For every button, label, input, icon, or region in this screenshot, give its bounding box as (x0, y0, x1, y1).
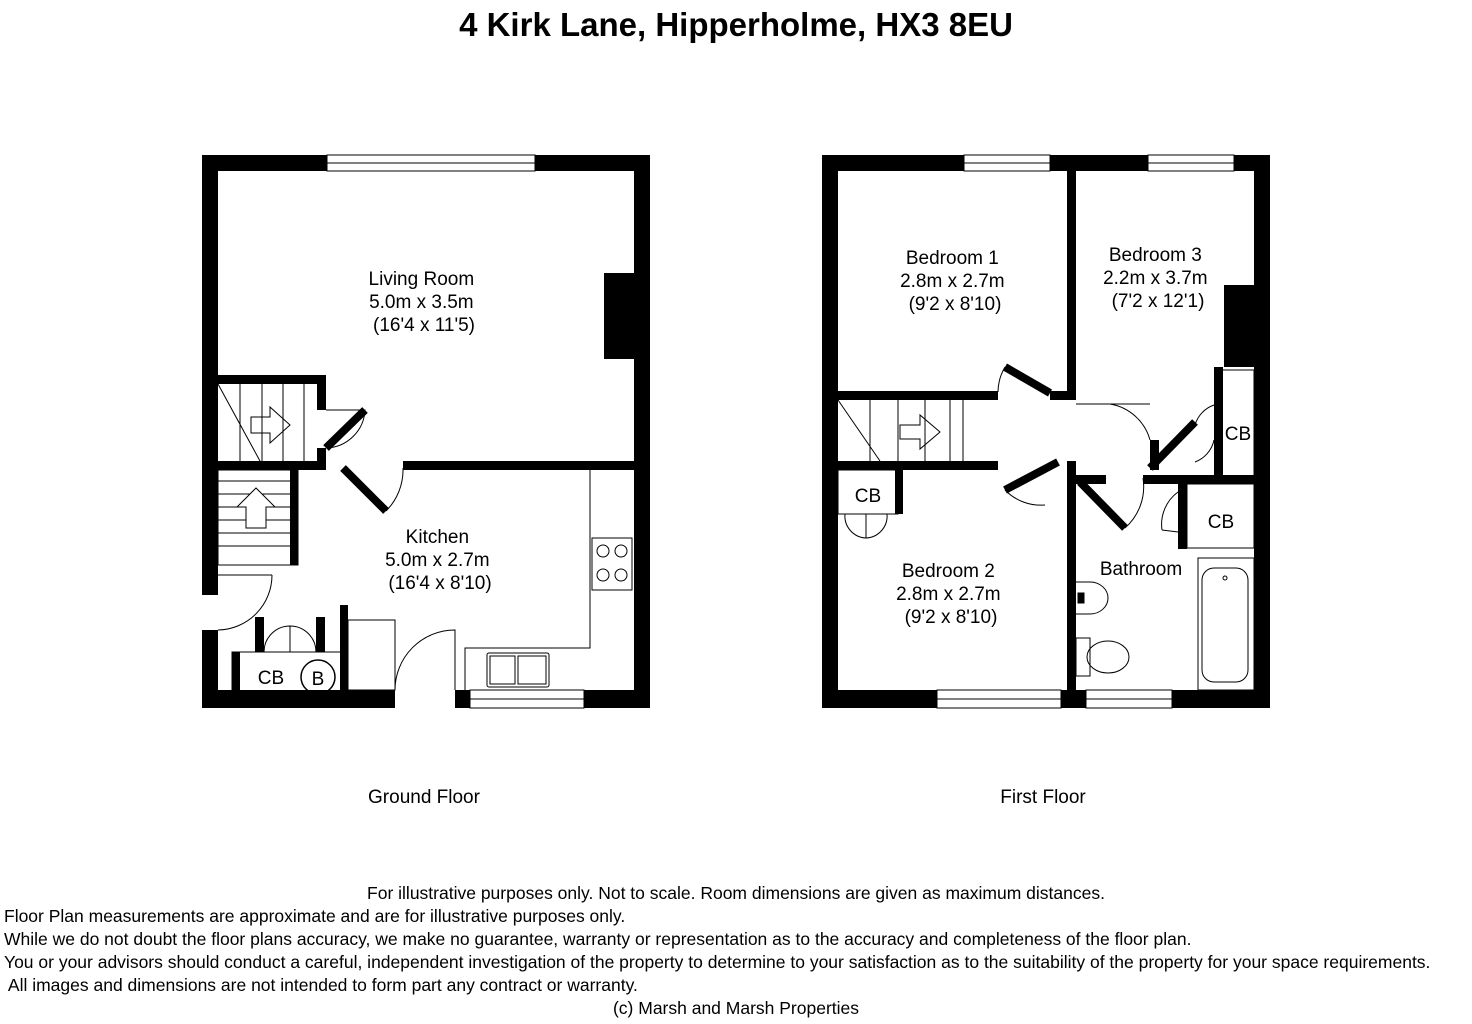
disclaimer-block: For illustrative purposes only. Not to s… (0, 882, 1472, 1020)
first-floor-plan: CB CB CB Bedroom 1 2.8m x 2.7m (9'2 x 8'… (822, 154, 1270, 808)
ff-wall-right (1254, 155, 1270, 708)
ground-floor-plan: B CB Living Room 5.0m x 3.5m (16'4 x 11'… (202, 154, 650, 808)
bedroom2-label: Bedroom 2 2.8m x 2.7m (9'2 x 8'10) (896, 561, 1006, 628)
disclaimer-line: All images and dimensions are not intend… (4, 975, 638, 995)
gf-wall-right (634, 155, 650, 708)
ground-floor-label: Ground Floor (368, 787, 481, 808)
basin-icon (1076, 581, 1109, 615)
boiler-icon (300, 659, 336, 695)
copyright-line: (c) Marsh and Marsh Properties (612, 998, 860, 1018)
plan-title: 4 Kirk Lane, Hipperholme, HX3 8EU (459, 6, 1013, 43)
kitchen-units (464, 470, 633, 690)
ff-cupboard-label-bedroom2: CB (855, 486, 881, 507)
ff-wall-left (822, 155, 838, 708)
disclaimer-line: While we do not doubt the floor plans ac… (4, 929, 1192, 949)
gf-chimney-breast (604, 273, 636, 359)
first-floor-label: First Floor (1000, 787, 1086, 808)
gf-wall-bottom-left (202, 690, 395, 708)
bathroom-label: Bathroom (1100, 559, 1182, 580)
disclaimer-line: You or your advisors should conduct a ca… (4, 952, 1431, 972)
disclaimer-line: Floor Plan measurements are approximate … (4, 906, 626, 926)
disclaimer-line: For illustrative purposes only. Not to s… (367, 883, 1105, 903)
toilet-icon (1075, 637, 1130, 677)
gf-cupboard-label: CB (258, 668, 284, 689)
kitchen-sink-icon (486, 652, 550, 688)
gf-stairs-upper (217, 383, 305, 462)
gf-wall-left-upper (202, 155, 218, 595)
bedroom3-label: Bedroom 3 2.2m x 3.7m (7'2 x 12'1) (1103, 245, 1213, 312)
gf-stairs-lower (217, 469, 299, 566)
kitchen-label: Kitchen 5.0m x 2.7m (16'4 x 8'10) (385, 527, 495, 594)
bath-icon (1197, 557, 1255, 691)
ff-cupboard-label-bathroom: CB (1208, 512, 1234, 533)
ff-cupboard-label-bedroom3: CB (1225, 424, 1251, 445)
boiler-label: B (312, 669, 325, 690)
bedroom1-label: Bedroom 1 2.8m x 2.7m (9'2 x 8'10) (900, 248, 1010, 315)
living-room-label: Living Room 5.0m x 3.5m (16'4 x 11'5) (369, 269, 480, 336)
ff-stairs (837, 399, 964, 462)
